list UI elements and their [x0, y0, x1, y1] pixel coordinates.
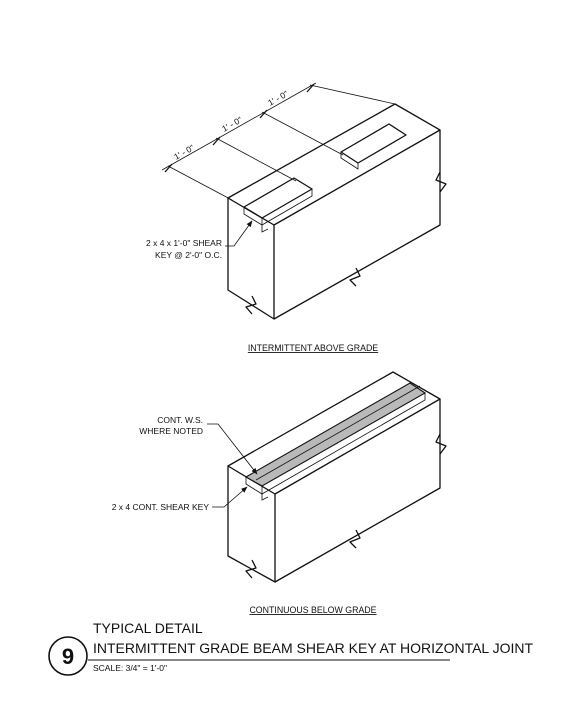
title-line2: INTERMITTENT GRADE BEAM SHEAR KEY AT HOR…: [93, 640, 533, 656]
detail-number: 9: [62, 644, 74, 669]
bottom-caption: CONTINUOUS BELOW GRADE: [249, 605, 376, 615]
bottom-ws-leader: [207, 423, 258, 475]
bottom-ws-line1: CONT. W.S.: [157, 415, 203, 425]
bottom-key-callout: 2 x 4 CONT. SHEAR KEY: [112, 502, 210, 512]
scale-note: SCALE: 3/4" = 1'-0": [93, 663, 167, 673]
top-callout-line1: 2 x 4 x 1'-0" SHEAR: [146, 238, 222, 248]
bottom-key-leader: [212, 486, 248, 508]
top-callout-line2: KEY @ 2'-0" O.C.: [155, 250, 222, 260]
detail-number-circle: [48, 636, 88, 676]
title-line1: TYPICAL DETAIL: [93, 620, 203, 636]
top-callout-leader: [225, 220, 253, 247]
top-block-drawing: [227, 103, 447, 320]
bottom-ws-line2: WHERE NOTED: [139, 426, 203, 436]
top-dimension-1: 1' - 0": [172, 143, 196, 162]
top-caption: INTERMITTENT ABOVE GRADE: [248, 343, 378, 353]
top-dimension-lines: [161, 82, 396, 201]
bottom-block-drawing: [227, 371, 447, 583]
